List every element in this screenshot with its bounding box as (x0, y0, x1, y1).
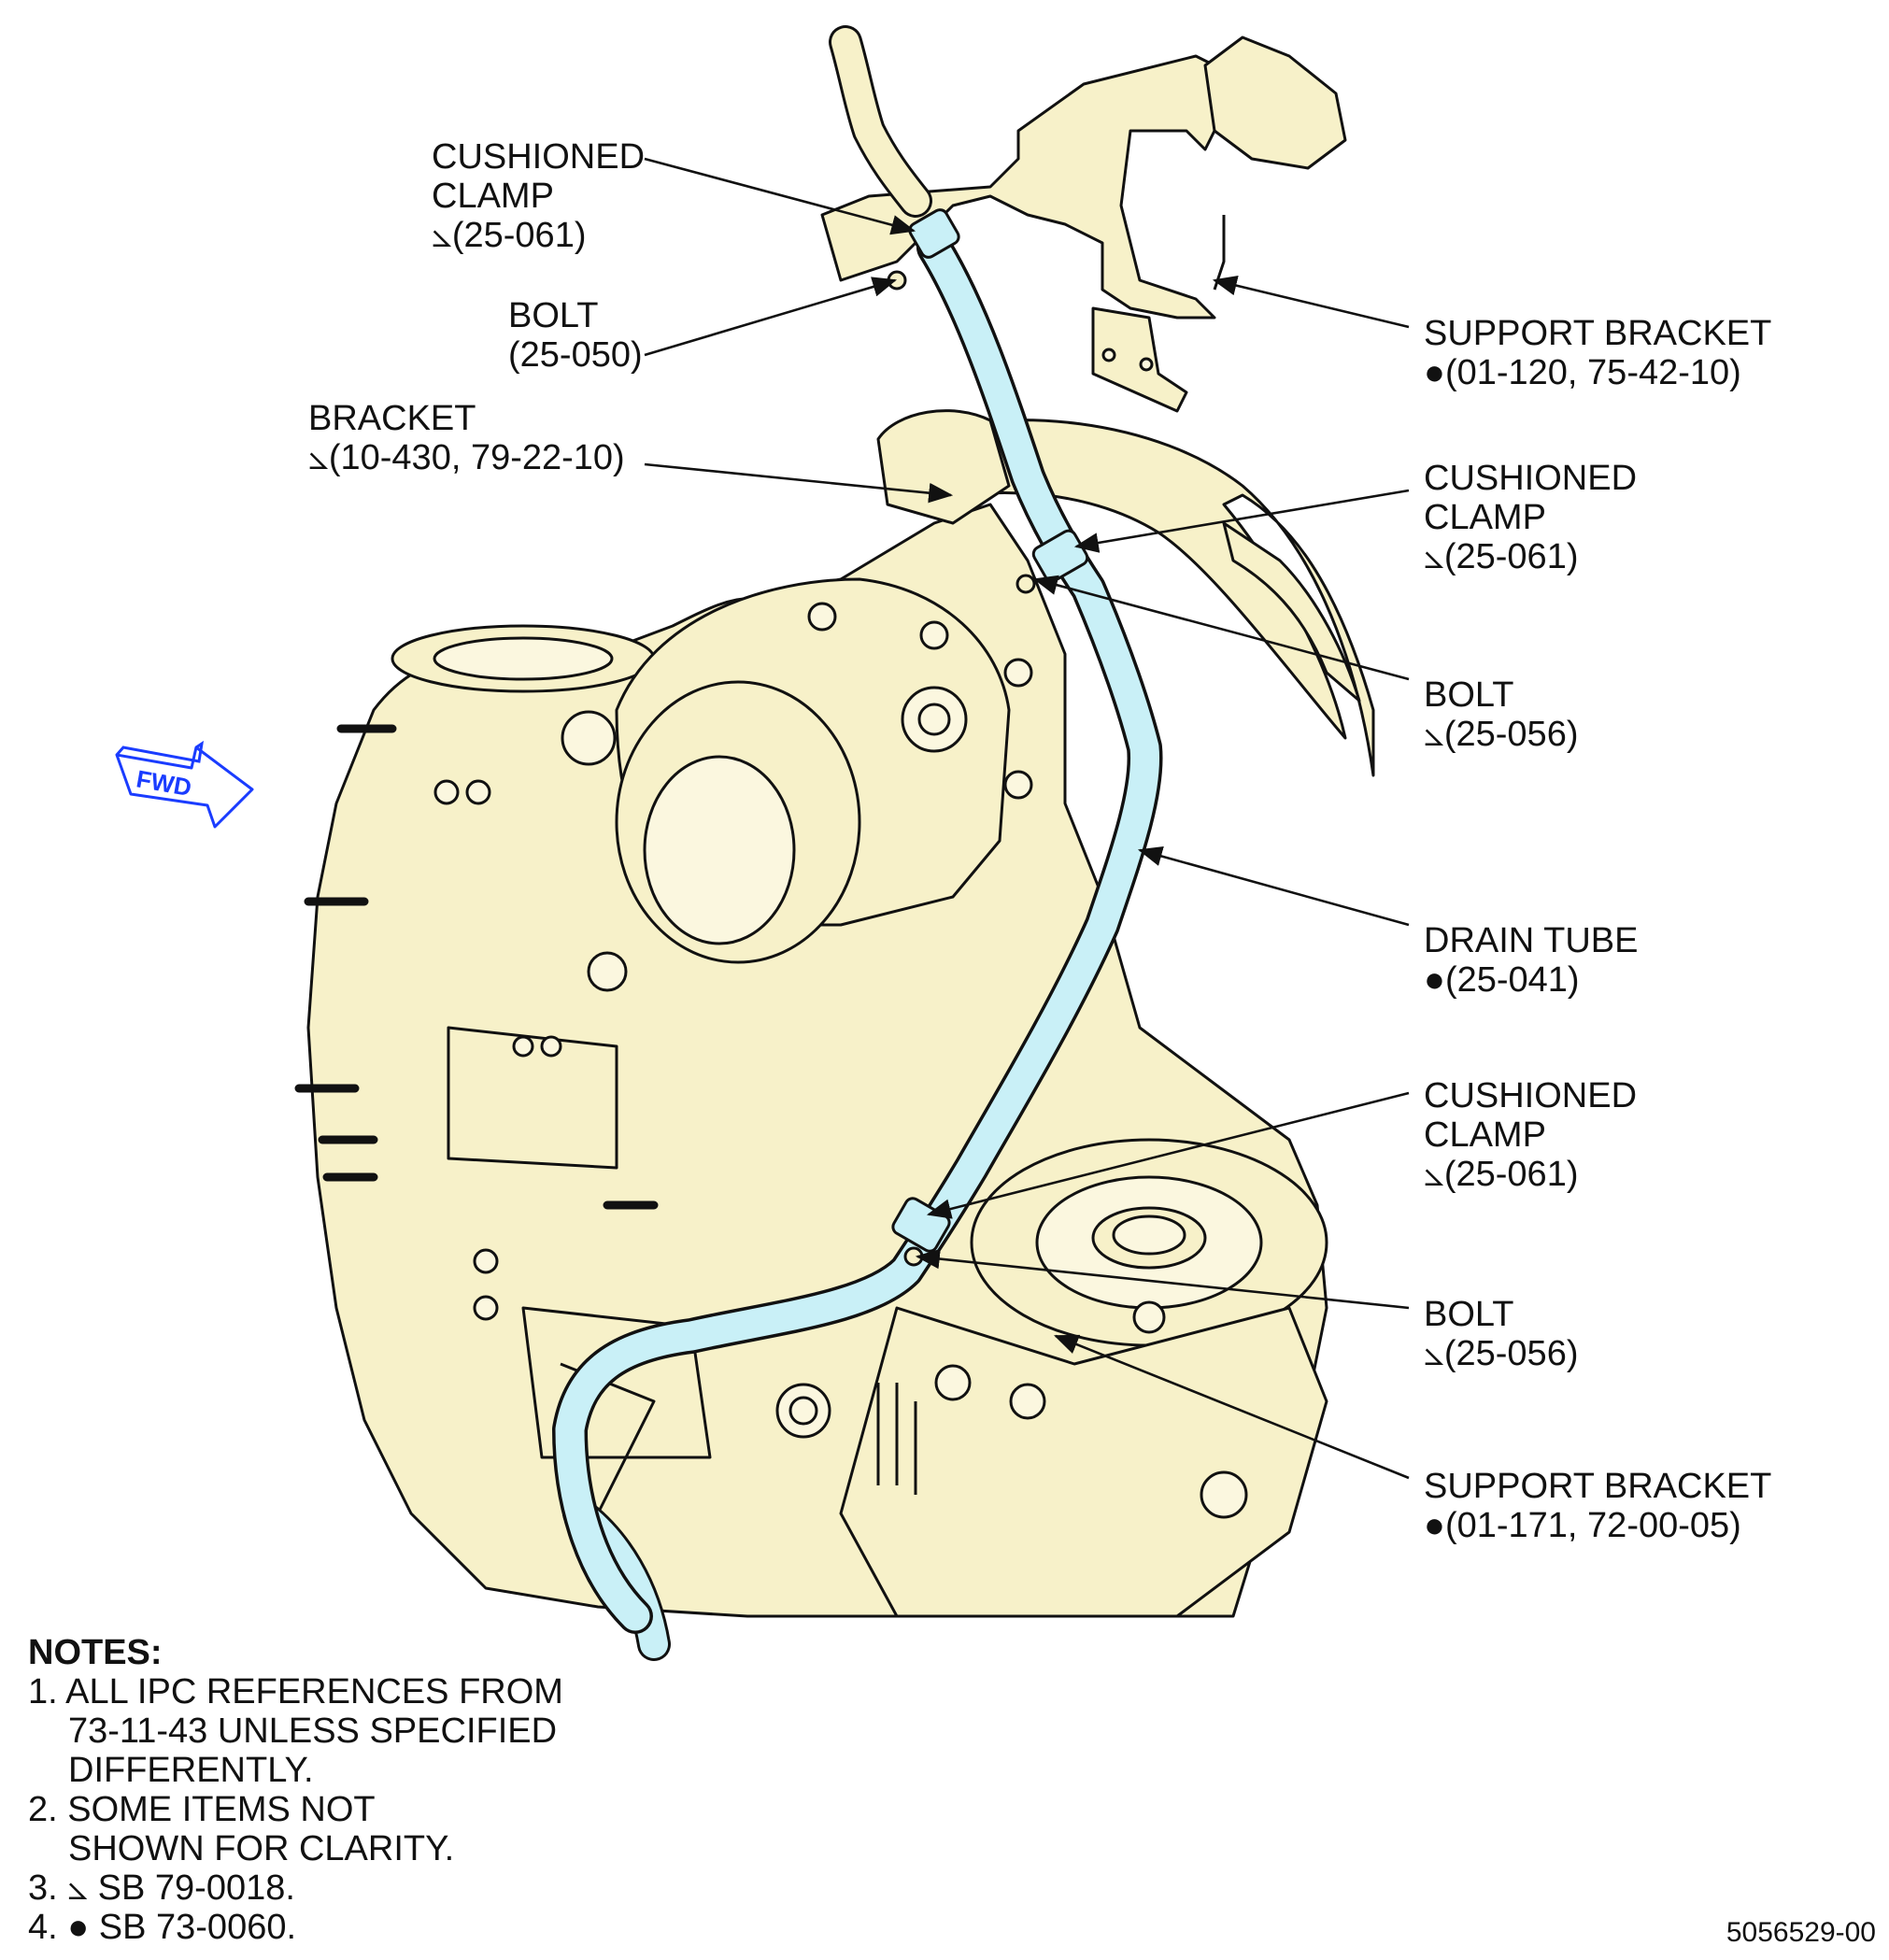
callout-line: DRAIN TUBE (1424, 921, 1639, 960)
callout-line: CUSHIONED (1424, 459, 1638, 498)
notes-block: NOTES: 1. ALL IPC REFERENCES FROM 73-11-… (28, 1633, 563, 1947)
callout-line: CUSHIONED (1424, 1076, 1638, 1115)
callout-line: ●(01-120, 75-42-10) (1424, 353, 1741, 392)
callout-line: BRACKET (308, 399, 476, 438)
callout-line: CLAMP (1424, 498, 1546, 537)
callout-drain-tube: DRAIN TUBE ●(25-041) (1424, 921, 1638, 1000)
callout-line: ⦣(10-430, 79-22-10) (308, 438, 625, 477)
engine-assembly (294, 409, 1375, 1618)
note-4: 4. ● SB 73-0060. (28, 1908, 297, 1947)
callout-line: CLAMP (1424, 1115, 1546, 1155)
callout-bolt-top: BOLT (25-050) (508, 296, 643, 375)
callout-support-bracket-low: SUPPORT BRACKET ●(01-171, 72-00-05) (1424, 1467, 1771, 1545)
callout-cushioned-clamp-low: CUSHIONED CLAMP ⦣(25-061) (1424, 1076, 1637, 1194)
callout-line: BOLT (1424, 1295, 1514, 1334)
callout-line: ⦣(25-061) (1424, 1155, 1579, 1194)
callout-line: ⦣(25-061) (1424, 537, 1579, 576)
callout-line: ⦣(25-056) (1424, 1334, 1579, 1373)
callout-line: BOLT (1424, 675, 1514, 715)
callout-support-bracket-top: SUPPORT BRACKET ●(01-120, 75-42-10) (1424, 314, 1771, 392)
note-3: 3. ⦣ SB 79-0018. (28, 1868, 295, 1908)
notes-title: NOTES: (28, 1633, 163, 1672)
callout-cushioned-clamp-top: CUSHIONED CLAMP ⦣(25-061) (432, 137, 645, 255)
callout-bolt-mid: BOLT ⦣(25-056) (1424, 675, 1578, 754)
callout-line: (25-050) (508, 335, 643, 375)
leader-lines (644, 157, 1410, 1480)
callout-line: SUPPORT BRACKET (1424, 1467, 1772, 1506)
drain-tube-shape (552, 230, 1163, 1634)
callout-line: ⦣(25-061) (432, 216, 587, 255)
document-number: 5056529-00 (1726, 1917, 1876, 1948)
callout-line: CLAMP (432, 177, 554, 216)
note-2-line-2: SHOWN FOR CLARITY. (68, 1829, 455, 1868)
callout-line: ●(25-041) (1424, 960, 1580, 1000)
callout-line: BOLT (508, 296, 599, 335)
support-bracket-top-shape (820, 36, 1347, 413)
note-1-line-1: 1. ALL IPC REFERENCES FROM (28, 1672, 563, 1711)
callout-bolt-low: BOLT ⦣(25-056) (1424, 1295, 1578, 1373)
note-2-line-1: 2. SOME ITEMS NOT (28, 1790, 376, 1829)
callout-cushioned-clamp-mid: CUSHIONED CLAMP ⦣(25-061) (1424, 459, 1637, 576)
note-1-line-3: DIFFERENTLY. (68, 1751, 314, 1790)
callout-line: CUSHIONED (432, 137, 646, 177)
callout-line: SUPPORT BRACKET (1424, 314, 1772, 353)
callout-bracket: BRACKET ⦣(10-430, 79-22-10) (308, 399, 625, 477)
note-1-line-2: 73-11-43 UNLESS SPECIFIED (68, 1711, 558, 1751)
callout-line: ●(01-171, 72-00-05) (1424, 1506, 1741, 1545)
callout-line: ⦣(25-056) (1424, 715, 1579, 754)
fwd-arrow-icon: FWD (115, 740, 254, 829)
